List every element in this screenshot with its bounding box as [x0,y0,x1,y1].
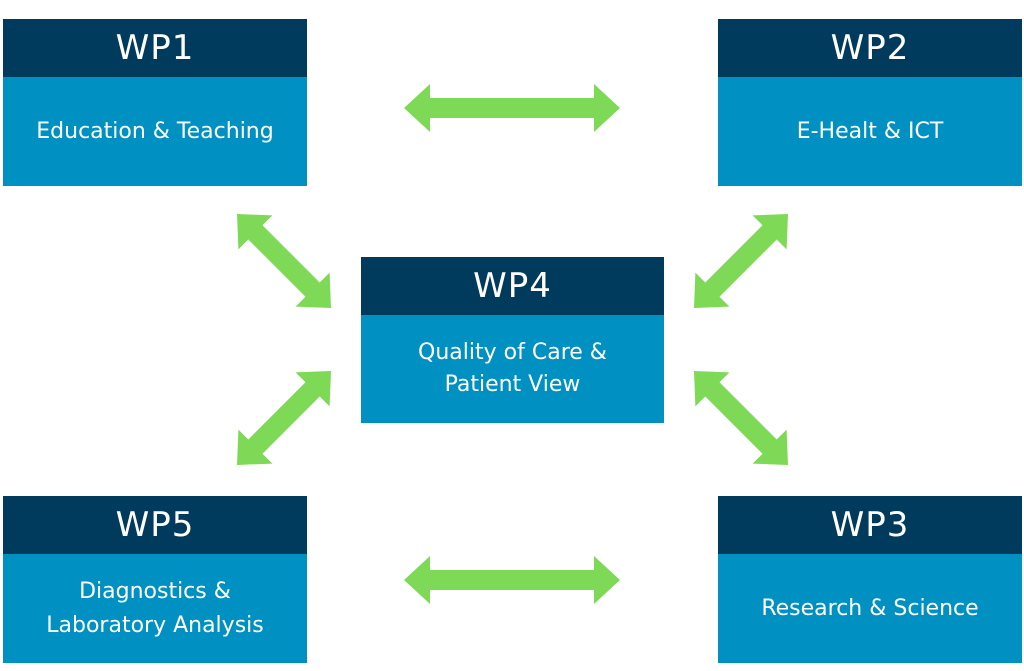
wp5-body-line-2: Laboratory Analysis [46,612,264,638]
wp5-box: WP5 Diagnostics & Laboratory Analysis [3,496,307,663]
wp4-body: Quality of Care & Patient View [361,315,664,423]
double-arrow-wp2-wp4 [694,214,788,308]
wp3-header: WP3 [718,496,1022,554]
wp1-header: WP1 [3,19,307,77]
wp2-body: E-Healt & ICT [718,77,1022,186]
double-arrow-wp1-wp4 [237,214,331,308]
double-arrow-wp5-wp4 [237,371,331,465]
wp2-body-line: E-Healt & ICT [796,118,944,144]
wp5-body-line-1: Diagnostics & [79,578,231,604]
wp4-body-line-1: Quality of Care & [418,340,607,365]
double-arrow-wp5-wp3 [404,556,620,604]
wp1-body: Education & Teaching [3,77,307,186]
wp4-body-line-2: Patient View [444,372,581,397]
double-arrow-wp3-wp4 [694,371,788,465]
wp5-header: WP5 [3,496,307,554]
wp4-box: WP4 Quality of Care & Patient View [361,257,664,423]
wp5-body: Diagnostics & Laboratory Analysis [3,554,307,663]
wp3-body: Research & Science [718,554,1022,663]
wp1-box: WP1 Education & Teaching [3,19,307,186]
wp1-body-line: Education & Teaching [36,118,274,144]
wp3-body-line: Research & Science [761,595,979,621]
wp3-box: WP3 Research & Science [718,496,1022,663]
wp2-header: WP2 [718,19,1022,77]
wp4-header: WP4 [361,257,664,315]
double-arrow-wp1-wp2 [404,84,620,132]
wp2-box: WP2 E-Healt & ICT [718,19,1022,186]
